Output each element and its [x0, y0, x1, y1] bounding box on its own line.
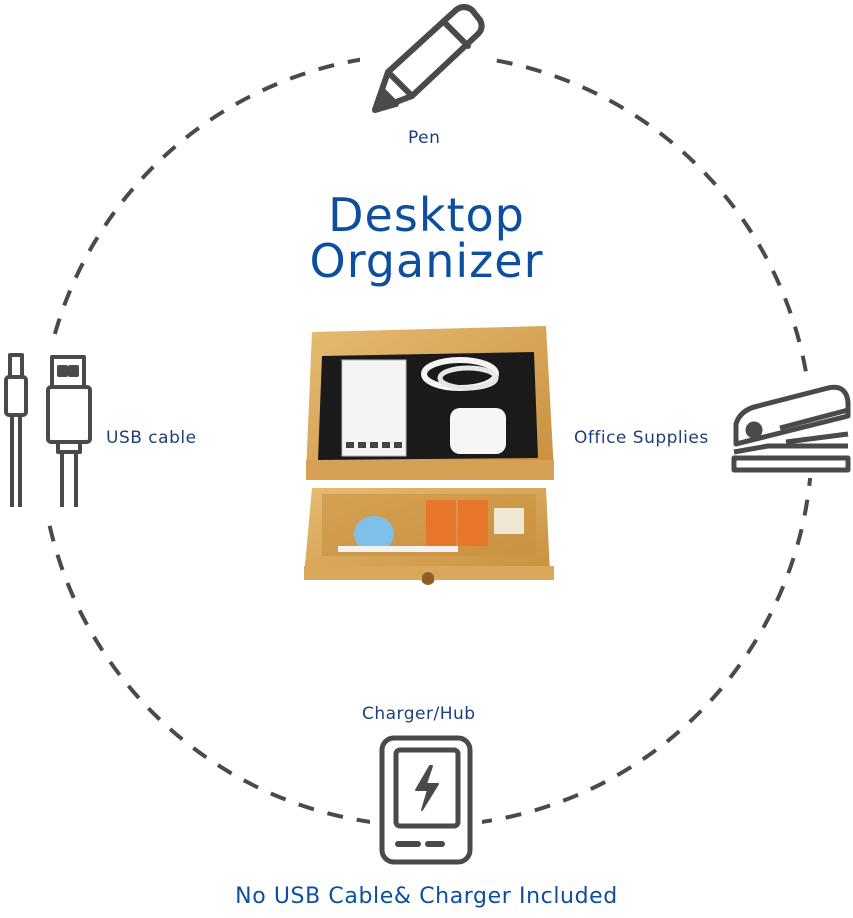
- usb-cable-label: USB cable: [106, 428, 197, 448]
- pencil-icon: [360, 0, 490, 125]
- page-title-line2: Organizer: [309, 234, 544, 288]
- charger-hub-label: Charger/Hub: [362, 704, 476, 724]
- desktop-organizer-photo: [304, 326, 554, 585]
- usb-cable-icon: [0, 345, 100, 515]
- stapler-icon: [728, 374, 853, 478]
- pen-label: Pen: [408, 128, 441, 148]
- power-bank-icon: [370, 728, 482, 868]
- office-supplies-label: Office Supplies: [574, 428, 709, 448]
- disclaimer-text: No USB Cable& Charger Included: [235, 884, 618, 909]
- page-title-line1: Desktop: [328, 188, 525, 242]
